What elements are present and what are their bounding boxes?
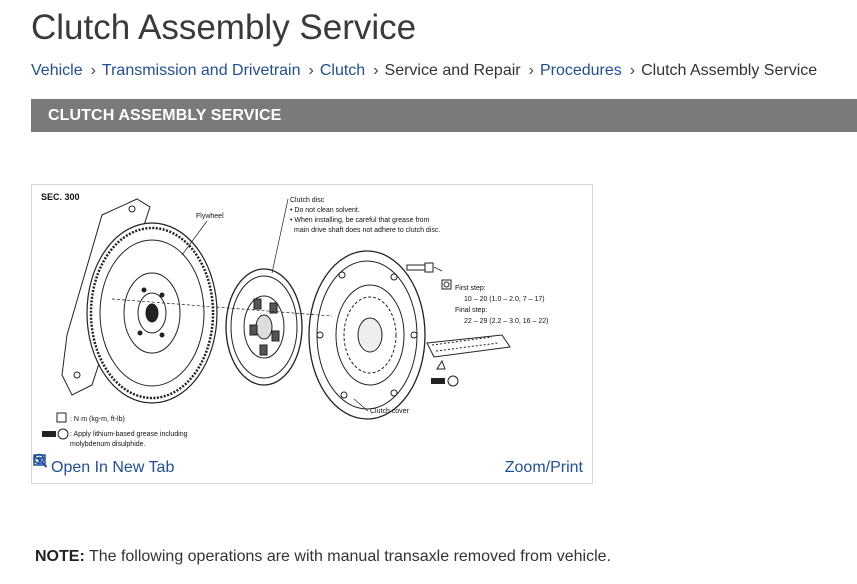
flywheel-label: Flywheel	[196, 213, 224, 220]
legend-grease-1: : Apply lithium-based grease including	[70, 431, 188, 438]
note-label: NOTE:	[35, 548, 85, 565]
diagram-figure[interactable]: SEC. 300 Flywheel	[31, 184, 593, 484]
bolt-drawing	[406, 262, 434, 273]
chevron-right-icon: ›	[528, 62, 534, 79]
grease-legend-icon	[42, 431, 56, 437]
first-step-label: First step:	[455, 285, 486, 292]
sec-label: SEC. 300	[41, 192, 80, 202]
clutch-disc-label: Clutch disc	[290, 197, 325, 204]
open-new-tab-label: Open In New Tab	[51, 459, 175, 476]
breadcrumb-vehicle[interactable]: Vehicle	[31, 62, 83, 79]
disc-note-1: • Do not clean solvent.	[290, 207, 360, 214]
flywheel-drawing	[61, 198, 218, 404]
torque-legend-icon	[56, 412, 67, 423]
chevron-right-icon: ›	[629, 62, 636, 79]
torque-icon	[441, 279, 452, 290]
clutch-cover-label: Clutch cover	[370, 408, 410, 415]
main-drive-shaft-drawing	[426, 334, 511, 370]
grease-icon	[431, 378, 445, 384]
chevron-right-icon: ›	[373, 62, 379, 79]
page-title: Clutch Assembly Service	[31, 8, 417, 47]
disc-note-2: • When installing, be careful that greas…	[290, 217, 430, 224]
section-heading: CLUTCH ASSEMBLY SERVICE	[31, 99, 857, 132]
clutch-diagram: SEC. 300 Flywheel	[41, 192, 548, 448]
breadcrumb-procedures[interactable]: Procedures	[539, 62, 622, 79]
zoom-print-button[interactable]: Zoom/Print	[33, 453, 583, 477]
breadcrumb-clutch[interactable]: Clutch	[319, 62, 366, 79]
breadcrumb-current: Clutch Assembly Service	[641, 62, 818, 79]
legend-grease-2: molybdenum disulphide.	[70, 441, 146, 448]
breadcrumb: Vehicle › Transmission and Drivetrain › …	[31, 62, 817, 80]
chevron-right-icon: ›	[308, 62, 314, 79]
legend-torque: : N·m (kg-m, ft-lb)	[70, 416, 125, 423]
clutch-disc-drawing	[225, 268, 303, 386]
final-step-label: Final step:	[455, 307, 487, 314]
breadcrumb-transmission-drivetrain[interactable]: Transmission and Drivetrain	[101, 62, 301, 79]
chevron-right-icon: ›	[90, 62, 96, 79]
breadcrumb-service-repair: Service and Repair	[384, 62, 521, 79]
open-new-tab-button[interactable]: Open In New Tab	[33, 454, 175, 477]
zoom-print-label: Zoom/Print	[504, 459, 583, 476]
note-text: NOTE: The following operations are with …	[35, 548, 611, 566]
clutch-cover-drawing	[308, 250, 426, 420]
first-step-value: 10 – 20 (1.0 – 2.0, 7 – 17)	[464, 296, 545, 303]
final-step-value: 22 – 29 (2.2 – 3.0, 16 – 22)	[464, 318, 548, 325]
note-body: The following operations are with manual…	[84, 548, 611, 565]
figure-footer: Open In New Tab Zoom/Print	[33, 453, 591, 483]
disc-note-3: main drive shaft does not adhere to clut…	[294, 227, 440, 234]
